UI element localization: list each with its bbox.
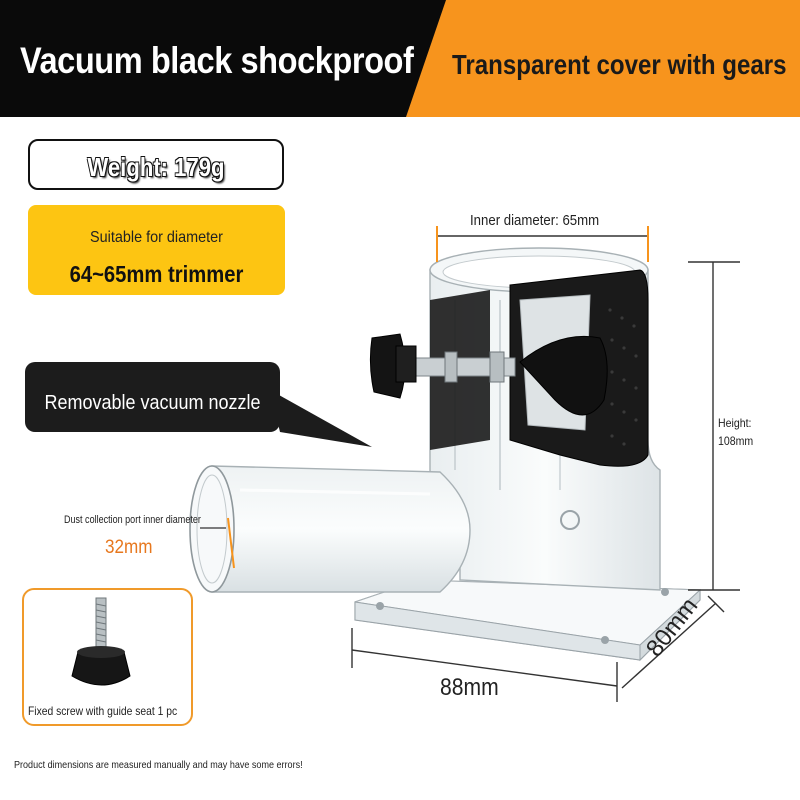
suitable-line2: 64~65mm trimmer (69, 261, 244, 287)
accessory-box (22, 588, 193, 726)
suitable-line1: Suitable for diameter (90, 229, 223, 246)
nozzle-label-text: Removable vacuum nozzle (44, 392, 261, 414)
dust-port-value: 32mm (105, 537, 153, 558)
nozzle-label-box: Removable vacuum nozzle (25, 362, 280, 432)
nozzle-label-pointer (270, 390, 372, 447)
inner-diameter-label: Inner diameter: 65mm (470, 212, 600, 229)
dust-port-label: Dust collection port inner diameter (64, 514, 201, 526)
fixed-screw-icon (71, 597, 131, 686)
footer-note: Product dimensions are measured manually… (14, 759, 303, 771)
weight-text: Weight: 179g (87, 152, 225, 182)
dimension-lines (200, 226, 740, 702)
banner-background (0, 0, 800, 117)
banner-left-title: Vacuum black shockproof (20, 40, 414, 81)
top-banner: Vacuum black shockproof Transparent cove… (0, 0, 800, 117)
width-dimension: 88mm (440, 674, 499, 701)
accessory-label: Fixed screw with guide seat 1 pc (28, 704, 178, 718)
banner-right-title: Transparent cover with gears (452, 49, 787, 80)
vacuum-nozzle-tube (189, 465, 471, 593)
clamp-knob (369, 333, 608, 416)
weight-badge: Weight: 179g (28, 139, 284, 190)
suitable-diameter-box: Suitable for diameter 64~65mm trimmer (28, 205, 285, 295)
height-label: Height: 108mm (718, 414, 753, 450)
height-label-line1: Height: (718, 416, 752, 430)
base-plate (354, 579, 702, 662)
height-label-line2: 108mm (718, 434, 754, 448)
